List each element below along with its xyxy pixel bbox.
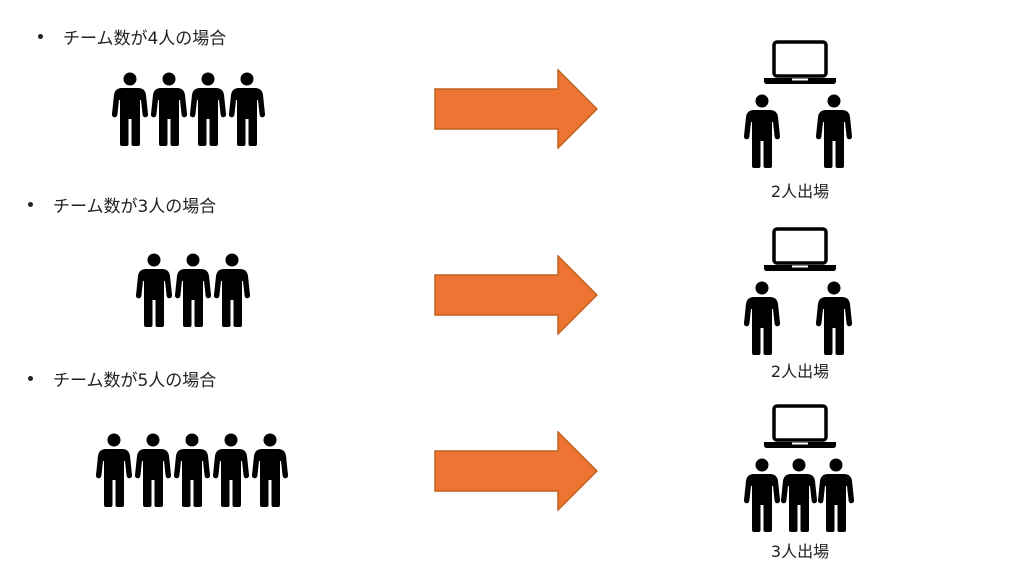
right-arrow-icon: [434, 69, 598, 149]
bullet-icon: [38, 34, 43, 39]
result-label: 3人出場: [770, 542, 830, 561]
laptop-icon: [764, 40, 836, 84]
case-label-text: チーム数が4人の場合: [63, 29, 227, 49]
laptop-icon: [764, 404, 836, 448]
person-icon: [151, 72, 187, 146]
person-icon: [816, 281, 852, 355]
team-members-group: [136, 253, 250, 327]
person-icon: [229, 72, 265, 146]
participants-group: [744, 281, 852, 355]
person-icon: [136, 253, 172, 327]
case-label: チーム数が3人の場合: [28, 192, 216, 217]
case-label-text: チーム数が5人の場合: [53, 371, 217, 391]
right-arrow-icon: [434, 255, 598, 335]
person-icon: [135, 433, 171, 507]
person-icon: [818, 458, 854, 532]
case-label: チーム数が4人の場合: [38, 24, 226, 49]
person-icon: [214, 253, 250, 327]
laptop-icon: [764, 227, 836, 271]
person-icon: [252, 433, 288, 507]
team-members-group: [96, 433, 288, 507]
person-icon: [781, 458, 817, 532]
person-icon: [213, 433, 249, 507]
bullet-icon: [28, 376, 33, 381]
result-label: 2人出場: [770, 182, 830, 201]
person-icon: [112, 72, 148, 146]
person-icon: [744, 458, 780, 532]
case-label-text: チーム数が3人の場合: [53, 197, 217, 217]
team-members-group: [112, 72, 265, 146]
person-icon: [175, 253, 211, 327]
participants-group: [744, 458, 854, 532]
person-icon: [174, 433, 210, 507]
person-icon: [96, 433, 132, 507]
person-icon: [816, 94, 852, 168]
bullet-icon: [28, 202, 33, 207]
person-icon: [744, 94, 780, 168]
person-icon: [744, 281, 780, 355]
right-arrow-icon: [434, 431, 598, 511]
person-icon: [190, 72, 226, 146]
case-label: チーム数が5人の場合: [28, 366, 216, 391]
result-label: 2人出場: [770, 362, 830, 381]
participants-group: [744, 94, 852, 168]
